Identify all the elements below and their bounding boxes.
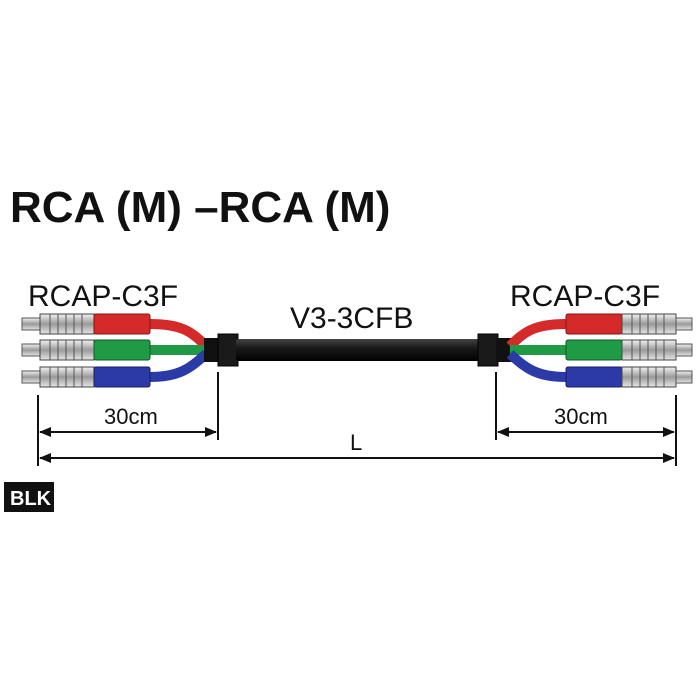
diagram-title: RCA (M) –RCA (M) [10,183,390,232]
right-length-label: 30cm [554,404,608,429]
right-breakout-sleeve [477,333,499,367]
right-red-plug [565,313,693,335]
left-length-label: 30cm [104,404,158,429]
right-plug-assembly [477,313,693,388]
total-length-label: L [350,430,362,455]
color-badge-label: BLK [10,488,52,510]
left-red-wire [149,319,210,350]
left-red-plug [21,313,151,335]
main-cable [236,339,480,361]
right-blue-plug [565,366,693,388]
color-badge [4,482,54,512]
right-red-wire [506,319,567,350]
left-green-plug [21,339,151,361]
left-breakout-sleeve [217,333,239,367]
left-blue-wire [149,350,210,382]
right-green-plug [565,339,693,361]
left-connector-label: RCAP-C3F [28,280,178,313]
right-blue-wire [506,350,567,382]
cable-model-label: V3-3CFB [290,302,413,335]
left-blue-plug [21,366,151,388]
left-plug-assembly [21,313,239,388]
right-connector-label: RCAP-C3F [510,280,660,313]
dimension-lines [37,372,677,466]
left-breakout-boot [204,338,220,362]
